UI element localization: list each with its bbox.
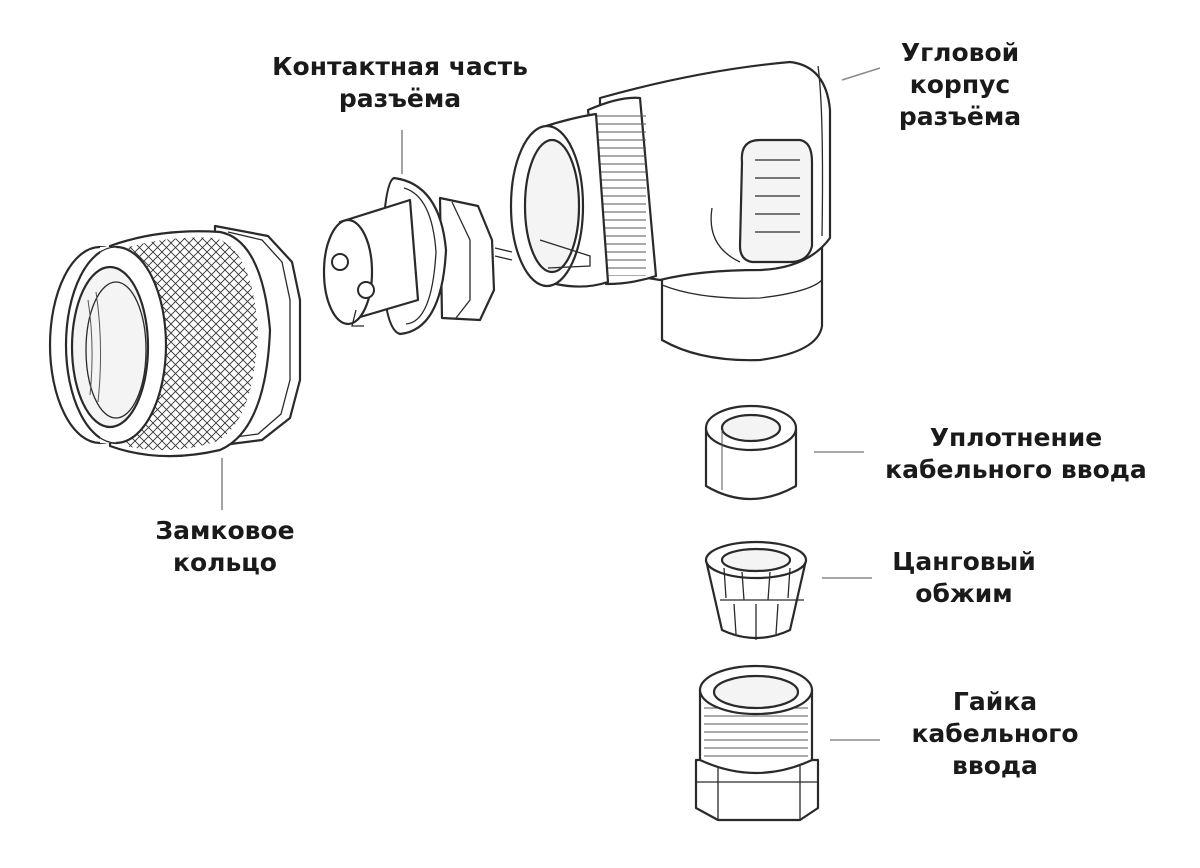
label-angle-housing-line3: разъёма [898,102,1022,131]
label-cable-nut: Гайка кабельного ввода [880,686,1110,782]
label-cable-seal: Уплотнение кабельного ввода [868,422,1164,486]
label-angle-housing-line1: Угловой [900,38,1020,67]
label-collet-clamp: Цанговый обжим [866,546,1062,610]
label-locking-ring-line2: кольцо [173,548,277,577]
collet-clamp-part [704,540,808,640]
cable-seal-part [704,404,798,501]
label-locking-ring: Замковое кольцо [120,515,330,579]
leader-angle-housing [841,67,881,81]
label-cable-seal-line2: кабельного ввода [885,455,1147,484]
label-cable-seal-line1: Уплотнение [929,423,1103,452]
label-locking-ring-line1: Замковое [155,516,295,545]
label-angle-housing-line2: корпус [909,70,1011,99]
label-cable-nut-line1: Гайка [952,687,1038,716]
label-cable-nut-line2: кабельного [911,719,1079,748]
contact-part [322,176,513,336]
locking-ring-part [48,224,302,458]
label-collet-clamp-line1: Цанговый [892,547,1036,576]
label-contact-part-line1: Контактная часть [272,52,528,81]
cable-nut-part [694,664,820,822]
label-cable-nut-line3: ввода [952,751,1038,780]
label-contact-part-line2: разъёма [338,84,462,113]
angle-housing-part [509,60,832,362]
label-collet-clamp-line2: обжим [915,579,1013,608]
label-angle-housing: Угловой корпус разъёма [880,37,1040,133]
label-contact-part: Контактная часть разъёма [250,51,550,115]
